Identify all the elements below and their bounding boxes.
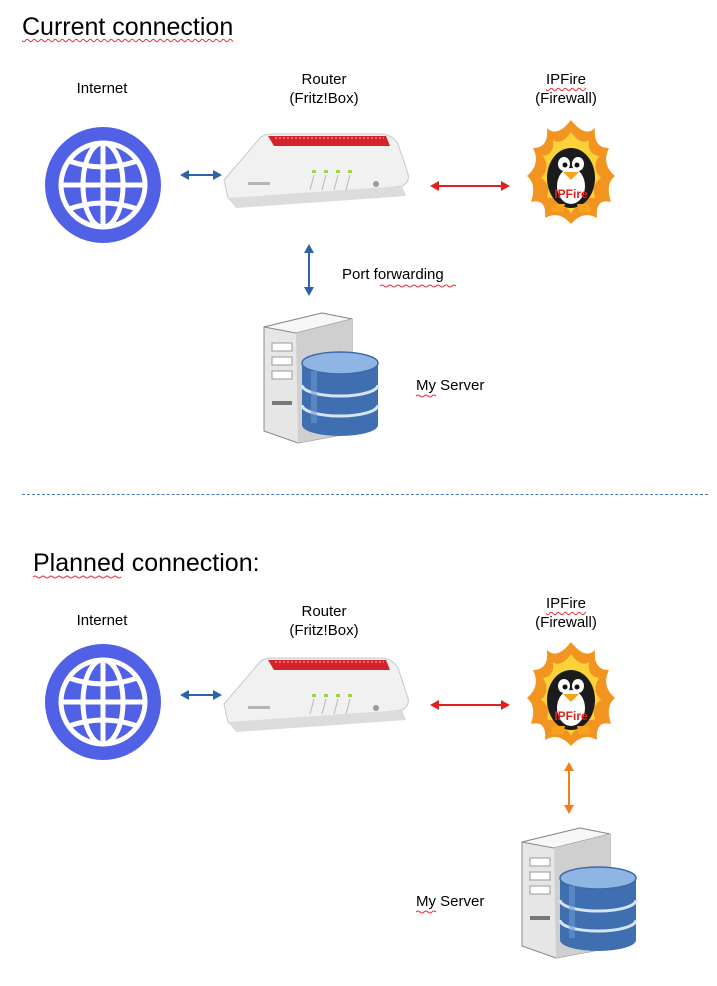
internet-label-planned: Internet	[76, 612, 128, 629]
router-label: Router (Fritz!Box)	[289, 71, 359, 107]
router-label-planned: Router (Fritz!Box)	[289, 603, 359, 639]
internet-label: Internet	[76, 80, 128, 97]
planned-title-squiggle	[32, 575, 123, 579]
router-firewall-arrow-planned	[430, 698, 510, 712]
server-label-planned: My Server	[416, 893, 485, 910]
current-connection-title: Current connection	[22, 13, 234, 41]
server-database-icon	[520, 820, 642, 960]
firewall-penguin-icon: IPFire	[525, 640, 617, 750]
internet-router-arrow	[180, 168, 222, 182]
router-icon	[220, 654, 410, 732]
firewall-logo-text: IPFire	[554, 187, 588, 201]
router-server-arrow	[302, 244, 316, 296]
section-divider	[22, 494, 708, 495]
firewall-label-planned: IPFire (Firewall)	[535, 595, 597, 631]
router-icon	[220, 130, 410, 208]
planned-connection-title: Planned connection:	[33, 549, 260, 577]
port-forwarding-label: Port forwarding	[342, 266, 444, 283]
server-database-icon	[262, 305, 384, 445]
port-forwarding-squiggle	[379, 284, 457, 288]
server-label-squiggle	[415, 394, 437, 398]
globe-icon	[43, 642, 163, 762]
internet-router-arrow-planned	[180, 688, 222, 702]
globe-icon	[43, 125, 163, 245]
server-label: My Server	[416, 377, 485, 394]
firewall-penguin-icon: IPFire	[525, 118, 617, 228]
firewall-label: IPFire (Firewall)	[535, 71, 597, 107]
firewall-logo-text: IPFire	[554, 709, 588, 723]
firewall-server-arrow	[562, 762, 576, 814]
router-firewall-arrow	[430, 179, 510, 193]
server-label-squiggle-planned	[415, 910, 437, 914]
